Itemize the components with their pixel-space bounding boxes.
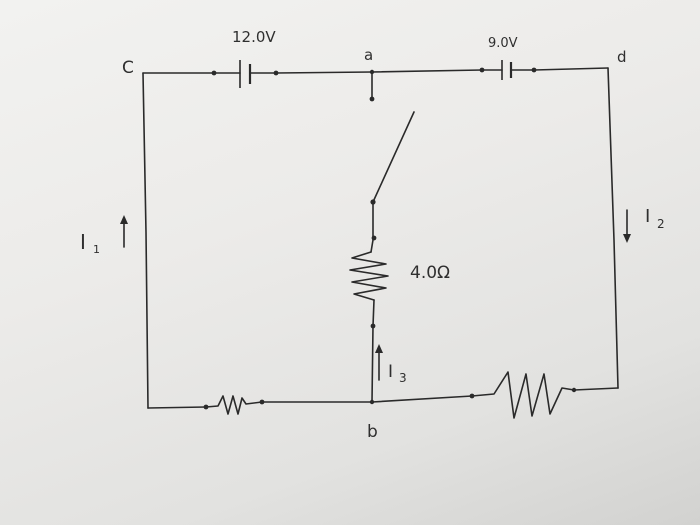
current-label-i1-subscript: 1 xyxy=(93,243,100,256)
node-label-c: C xyxy=(122,58,134,78)
wire-top-right xyxy=(533,67,609,71)
resistor-bottom-left xyxy=(205,395,263,415)
current-label-i1: I xyxy=(80,230,86,254)
current-label-i3: I xyxy=(388,362,393,382)
switch-terminal-top xyxy=(369,96,375,102)
terminal-dot xyxy=(479,67,485,73)
wire-bottom-middle xyxy=(261,395,473,403)
switch-blade xyxy=(372,111,415,203)
node-label-a: a xyxy=(364,46,373,64)
current-label-i3-subscript: 3 xyxy=(399,371,407,385)
arrow-i2-down-icon xyxy=(623,209,631,243)
wire-switch-to-resistor xyxy=(370,201,374,253)
node-label-d: d xyxy=(617,48,627,66)
terminal-dot xyxy=(370,323,376,329)
resistor-bottom-right xyxy=(471,371,575,419)
wire-bottom-right xyxy=(573,387,619,391)
wire-bottom-left xyxy=(147,406,207,409)
battery-12v-label: 12.0V xyxy=(232,28,276,46)
wire-left xyxy=(142,72,149,409)
current-label-i2-subscript: 2 xyxy=(657,217,665,231)
node-label-b: b xyxy=(367,422,378,442)
terminal-dot xyxy=(371,235,377,241)
current-label-i2: I xyxy=(645,206,650,227)
terminal-dot xyxy=(211,70,217,76)
battery-9v-label: 9.0V xyxy=(488,36,518,51)
wire-right xyxy=(607,67,619,389)
arrow-i1-up-icon xyxy=(120,215,128,248)
arrow-i3-up-icon xyxy=(375,344,383,381)
resistor-4ohm-label: 4.0Ω xyxy=(410,263,450,283)
wire-top-middle xyxy=(275,69,483,74)
resistor-4ohm xyxy=(349,251,389,301)
junction-b-dot xyxy=(369,399,375,405)
wire-resistor-to-b xyxy=(371,299,375,403)
